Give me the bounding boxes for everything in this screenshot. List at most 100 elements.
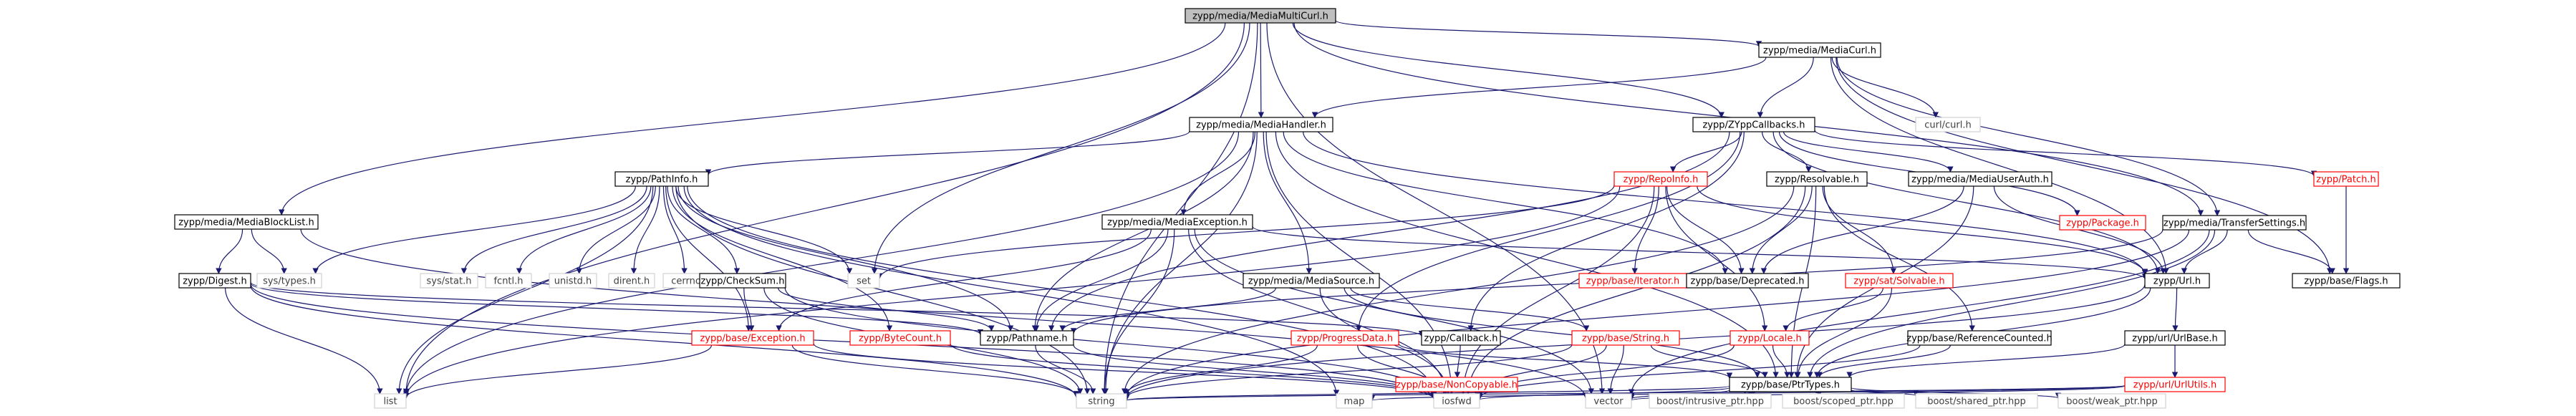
edge-line <box>1835 57 2333 274</box>
edge-mediacurl-to-zyppcallbacks <box>1757 57 1814 118</box>
node-zyppcallbacks[interactable]: zypp/ZYppCallbacks.h <box>1692 117 1815 132</box>
edge-line <box>1795 287 1893 378</box>
edge-line <box>1460 185 1655 395</box>
edge-mediaexception-to-pathname <box>1033 228 1169 332</box>
node-label: string <box>1088 397 1114 407</box>
node-checksum[interactable]: zypp/CheckSum.h <box>699 273 786 289</box>
node-box <box>2124 377 2226 392</box>
node-pathinfo[interactable]: zypp/PathInfo.h <box>614 171 709 187</box>
node-box <box>2124 330 2226 346</box>
node-box <box>1845 273 1954 289</box>
node-fcntl: fcntl.h <box>485 273 532 289</box>
edge-line <box>1836 57 2221 216</box>
node-box <box>1433 393 1480 409</box>
edge-zyppcallbacks-to-pathname <box>1048 131 1730 332</box>
node-mediablocklist[interactable]: zypp/media/MediaBlockList.h <box>174 214 319 230</box>
node-repoinfo[interactable]: zypp/RepoInfo.h <box>1613 171 1708 187</box>
edge-line <box>1465 185 1806 395</box>
node-label: zypp/url/UrlUtils.h <box>2133 380 2216 391</box>
edge-repoinfo-to-url <box>1697 185 2148 275</box>
edge-mediahandler-to-pathname <box>1031 131 1254 332</box>
node-label: zypp/media/MediaMultiCurl.h <box>1192 11 1328 22</box>
edge-repoinfo-to-locale <box>1665 185 1768 332</box>
edge-line <box>1669 131 1742 173</box>
node-basestring[interactable]: zypp/base/String.h <box>1571 330 1680 346</box>
edge-line <box>1263 131 1312 274</box>
node-ptrtypes[interactable]: zypp/base/PtrTypes.h <box>1729 377 1852 392</box>
edge-line <box>1697 185 2148 275</box>
node-label: zypp/PathInfo.h <box>626 175 698 185</box>
node-box <box>1076 393 1127 409</box>
node-mediasource[interactable]: zypp/media/MediaSource.h <box>1243 273 1380 289</box>
edge-transfersettings-to-flags <box>2247 229 2335 274</box>
node-callback[interactable]: zypp/Callback.h <box>1421 330 1501 346</box>
node-noncopyable[interactable]: zypp/base/NonCopyable.h <box>1395 377 1518 392</box>
edge-line <box>1783 287 1883 332</box>
node-bytecount[interactable]: zypp/ByteCount.h <box>849 330 951 346</box>
node-box <box>174 214 319 230</box>
node-label: zypp/RepoInfo.h <box>1624 175 1699 185</box>
edge-pathinfo-to-fcntl <box>516 185 652 274</box>
node-url[interactable]: zypp/Url.h <box>2144 273 2210 289</box>
node-box <box>1649 393 1772 409</box>
node-root: zypp/media/MediaMultiCurl.h <box>1185 8 1336 24</box>
node-label: boost/scoped_ptr.hpp <box>1793 397 1894 407</box>
edge-mediaexception-to-string <box>1101 228 1175 395</box>
node-solvable[interactable]: zypp/sat/Solvable.h <box>1845 273 1954 289</box>
node-shared: boost/shared_ptr.hpp <box>1915 393 2038 409</box>
edge-line <box>1851 389 1919 397</box>
edge-checksum-to-iosfwd <box>784 287 1437 398</box>
node-box <box>1782 393 1905 409</box>
node-box <box>1729 377 1852 392</box>
node-urlutils[interactable]: zypp/url/UrlUtils.h <box>2124 377 2226 392</box>
node-box <box>374 393 407 409</box>
node-patch[interactable]: zypp/Patch.h <box>2313 171 2379 187</box>
node-label: zypp/Resolvable.h <box>1775 175 1859 185</box>
node-mediahandler[interactable]: zypp/media/MediaHandler.h <box>1189 117 1333 132</box>
edge-line <box>1031 131 1254 332</box>
node-label: zypp/base/PtrTypes.h <box>1741 380 1840 391</box>
node-box <box>691 330 814 346</box>
edge-pathinfo-to-map <box>683 185 1340 396</box>
edge-line <box>672 185 893 332</box>
edge-line <box>1831 57 1939 118</box>
edge-pathinfo-to-iosfwd <box>687 185 1437 395</box>
node-mediacurl[interactable]: zypp/media/MediaCurl.h <box>1758 42 1881 58</box>
node-locale[interactable]: zypp/Locale.h <box>1730 330 1810 346</box>
edge-line <box>1757 57 1814 118</box>
node-package[interactable]: zypp/Package.h <box>2059 215 2146 231</box>
node-mediauserauth[interactable]: zypp/media/MediaUserAuth.h <box>1908 171 2052 187</box>
node-mediaexception[interactable]: zypp/media/MediaException.h <box>1101 214 1253 230</box>
edge-repoinfo-to-deprecated <box>1666 185 1745 274</box>
node-box <box>2058 393 2166 409</box>
node-pathname[interactable]: zypp/Pathname.h <box>980 330 1074 346</box>
edge-line <box>216 228 243 274</box>
node-urlbase[interactable]: zypp/url/UrlBase.h <box>2124 330 2226 346</box>
node-baseiterator[interactable]: zypp/base/Iterator.h <box>1578 273 1687 289</box>
node-transfersettings[interactable]: zypp/media/TransferSettings.h <box>2162 215 2307 231</box>
node-box <box>1243 273 1380 289</box>
node-label: zypp/base/ReferenceCounted.h <box>1906 334 2052 344</box>
node-curl: curl/curl.h <box>1915 117 1981 132</box>
node-label: cerrno <box>671 276 701 287</box>
edge-mediahandler-to-list <box>402 131 1240 397</box>
node-refcounted[interactable]: zypp/base/ReferenceCounted.h <box>1906 330 2052 346</box>
edge-line <box>1124 385 1730 402</box>
node-box <box>2144 273 2210 289</box>
node-progressdata[interactable]: zypp/ProgressData.h <box>1291 330 1399 346</box>
node-resolvable[interactable]: zypp/Resolvable.h <box>1766 171 1868 187</box>
edge-solvable-to-ptrtypes <box>1795 287 1893 378</box>
edge-mediahandler-to-pathinfo <box>705 130 1190 175</box>
edge-line <box>1344 287 1761 378</box>
node-baseexception[interactable]: zypp/base/Exception.h <box>691 330 814 346</box>
node-flags[interactable]: zypp/base/Flags.h <box>2292 273 2401 289</box>
node-digest[interactable]: zypp/Digest.h <box>178 273 251 289</box>
edge-resolvable-to-deprecated <box>1749 185 1813 274</box>
node-label: zypp/media/MediaHandler.h <box>1196 120 1326 131</box>
node-label: zypp/base/Flags.h <box>2304 276 2388 287</box>
node-deprecated[interactable]: zypp/base/Deprecated.h <box>1686 273 1809 289</box>
edge-line <box>1814 130 2317 177</box>
edge-root-to-mediacurl <box>1335 19 1762 47</box>
edge-ptrtypes-to-string <box>1124 385 1730 402</box>
